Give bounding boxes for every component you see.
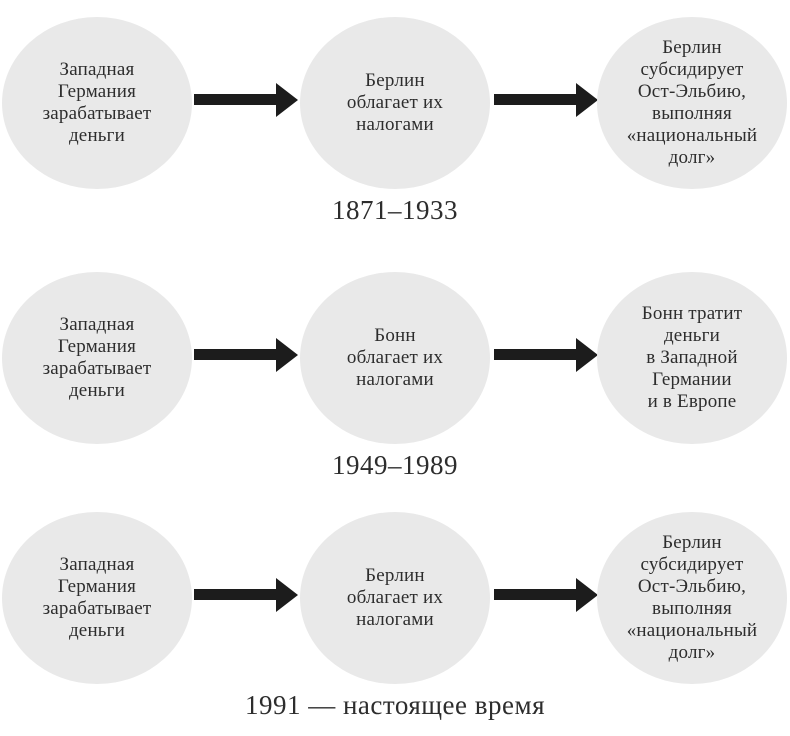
circle-node: Западная Германия зарабатывает деньги bbox=[2, 17, 192, 189]
circle-node: Бонн облагает их налогами bbox=[300, 272, 490, 444]
arrow-shaft bbox=[194, 94, 279, 105]
arrow-right-icon bbox=[494, 578, 598, 612]
arrow-head bbox=[576, 83, 598, 117]
circle-node: Бонн тратит деньги в Западной Германии и… bbox=[597, 272, 787, 444]
circle-node: Западная Германия зарабатывает деньги bbox=[2, 512, 192, 684]
arrow-right-icon bbox=[194, 83, 298, 117]
arrow-shaft bbox=[494, 94, 579, 105]
arrow-right-icon bbox=[194, 338, 298, 372]
arrow-shaft bbox=[194, 349, 279, 360]
arrow-head bbox=[576, 338, 598, 372]
arrow-shaft bbox=[494, 349, 579, 360]
flow-row-1871-1933: Западная Германия зарабатывает деньги Бе… bbox=[0, 17, 790, 249]
period-label: 1871–1933 bbox=[332, 195, 458, 225]
circle-node: Берлин облагает их налогами bbox=[300, 512, 490, 684]
circle-node: Берлин субсидирует Ост-Эльбию, выполняя … bbox=[597, 512, 787, 684]
arrow-shaft bbox=[194, 589, 279, 600]
arrow-right-icon bbox=[494, 338, 598, 372]
arrow-head bbox=[276, 578, 298, 612]
circle-node: Берлин субсидирует Ост-Эльбию, выполняя … bbox=[597, 17, 787, 189]
arrow-head bbox=[276, 338, 298, 372]
arrow-head bbox=[276, 83, 298, 117]
arrow-right-icon bbox=[194, 578, 298, 612]
node-text: Берлин субсидирует Ост-Эльбию, выполняя … bbox=[626, 532, 758, 663]
period-label: 1991 — настоящее время bbox=[244, 690, 545, 720]
node-text: Берлин субсидирует Ост-Эльбию, выполняя … bbox=[626, 37, 758, 168]
node-text: Берлин облагает их налогами bbox=[346, 565, 444, 630]
node-text: Бонн тратит деньги в Западной Германии и… bbox=[641, 303, 743, 412]
arrow-head bbox=[576, 578, 598, 612]
arrow-right-icon bbox=[494, 83, 598, 117]
node-text: Берлин облагает их налогами bbox=[346, 70, 444, 135]
node-text: Западная Германия зарабатывает деньги bbox=[42, 314, 152, 401]
flow-row-1949-1989: Западная Германия зарабатывает деньги Бо… bbox=[0, 272, 790, 504]
circle-node: Западная Германия зарабатывает деньги bbox=[2, 272, 192, 444]
arrow-shaft bbox=[494, 589, 579, 600]
period-label: 1949–1989 bbox=[332, 450, 458, 480]
node-text: Бонн облагает их налогами bbox=[346, 325, 444, 390]
circle-node: Берлин облагает их налогами bbox=[300, 17, 490, 189]
node-text: Западная Германия зарабатывает деньги bbox=[42, 554, 152, 641]
flow-row-1991-present: Западная Германия зарабатывает деньги Бе… bbox=[0, 512, 790, 736]
node-text: Западная Германия зарабатывает деньги bbox=[42, 59, 152, 146]
